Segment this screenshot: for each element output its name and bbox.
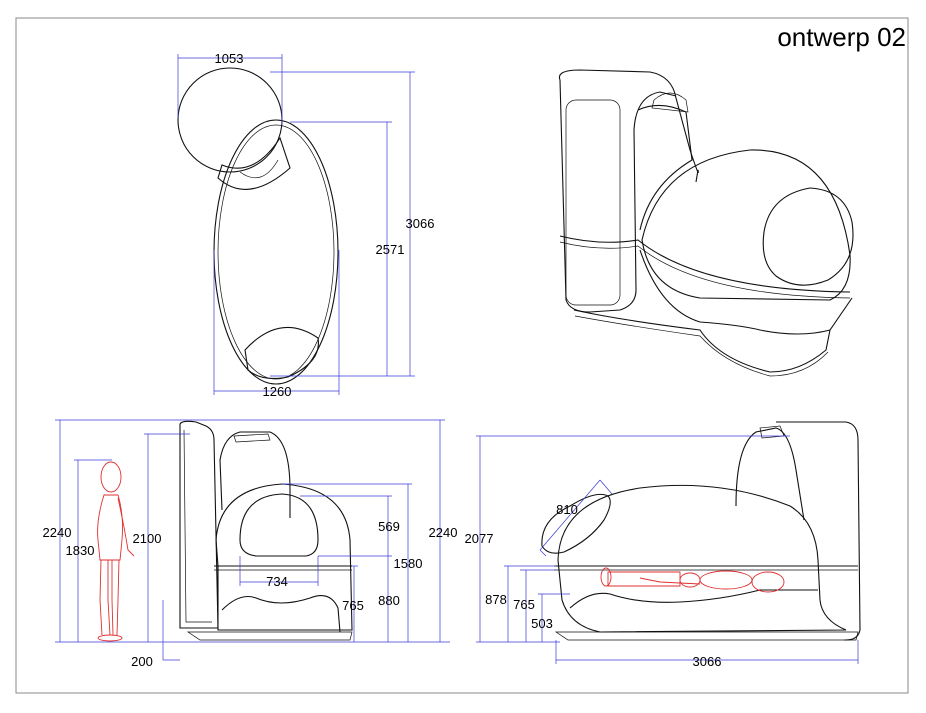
dim-label-1260: 1260: [263, 384, 292, 399]
perspective-top-cap: [651, 92, 689, 113]
perspective-back-panel: [559, 79, 677, 313]
front-bed-contour: [221, 595, 341, 633]
perspective-neck: [637, 104, 693, 231]
side-base: [554, 631, 859, 641]
top-view-window: [244, 326, 319, 379]
dim-tick-810-a: [539, 549, 547, 557]
dim-label-765-side: 765: [513, 597, 535, 612]
figure-feet: [97, 634, 123, 642]
figure-arm: [117, 497, 135, 557]
dim-label-878: 878: [485, 592, 507, 607]
dim-label-2077: 2077: [465, 531, 494, 546]
front-base: [186, 631, 353, 641]
reclining-hip: [679, 572, 701, 588]
dim-label-1580: 1580: [394, 556, 423, 571]
figure-leg-right: [111, 559, 120, 636]
sheet-title: ontwerp 02: [777, 22, 906, 52]
dim-label-880: 880: [378, 593, 400, 608]
top-view-head-sphere: [177, 67, 283, 173]
reclining-torso: [699, 570, 753, 590]
side-back-panel: [776, 421, 861, 641]
top-view: 1053 3066 2571 1260: [177, 51, 435, 399]
top-view-pod-inner: [217, 124, 335, 380]
figure-torso: [97, 494, 123, 561]
perspective-panel-recess: [565, 99, 621, 306]
reclining-feet: [600, 567, 612, 587]
front-window: [239, 493, 319, 557]
perspective-dome: [641, 149, 851, 301]
dim-label-810: 810: [556, 502, 578, 517]
figure-leg-left: [99, 559, 111, 636]
perspective-foot: [573, 309, 831, 373]
dim-label-1830: 1830: [66, 543, 95, 558]
dim-label-765: 765: [342, 598, 364, 613]
dim-label-734: 734: [266, 574, 288, 589]
perspective-seam: [559, 235, 851, 293]
figure-head: [100, 461, 122, 493]
dim-label-3066: 3066: [406, 216, 435, 231]
front-column-cap: [233, 433, 271, 443]
sheet-border: [15, 17, 909, 694]
front-back-panel: [179, 420, 219, 629]
side-view: 2077 810 878 765 503 3066: [465, 421, 861, 669]
perspective-foot-2: [574, 315, 829, 377]
dim-label-200: 200: [131, 654, 153, 669]
human-figure: [97, 461, 135, 642]
dim-label-1053: 1053: [215, 51, 244, 66]
dim-label-569: 569: [378, 519, 400, 534]
perspective-base: [639, 249, 853, 335]
top-view-neck-detail: [239, 159, 279, 179]
dim-tick-810-b: [599, 479, 613, 495]
perspective-seam-2: [559, 241, 851, 299]
front-back-panel-inner: [183, 429, 212, 623]
top-view-pod-shell: [213, 119, 339, 385]
front-column: [219, 431, 291, 518]
top-view-neck: [217, 136, 291, 190]
dim-label-2240-right: 2240: [429, 525, 458, 540]
dim-label-503: 503: [531, 616, 553, 631]
reclining-arm: [639, 577, 701, 585]
front-view: 2240 1830 2100 2240 1580 569 880 765 734…: [43, 419, 458, 669]
side-bed-contour: [569, 589, 818, 609]
front-pod-shell: [215, 483, 353, 631]
perspective-window: [762, 187, 854, 286]
reclining-figure: [600, 567, 785, 593]
dim-label-3066-side: 3066: [693, 654, 722, 669]
dim-label-2571: 2571: [376, 242, 405, 257]
perspective-view: [558, 69, 854, 377]
reclining-head: [751, 571, 785, 593]
side-window: [541, 493, 611, 554]
perspective-column: [558, 69, 699, 183]
dim-label-2100: 2100: [133, 531, 162, 546]
dim-label-2240-left: 2240: [43, 525, 72, 540]
dim-line-810: [539, 479, 601, 551]
side-column: [735, 427, 805, 521]
reclining-legs: [607, 571, 681, 587]
side-pod-shell: [557, 484, 847, 633]
